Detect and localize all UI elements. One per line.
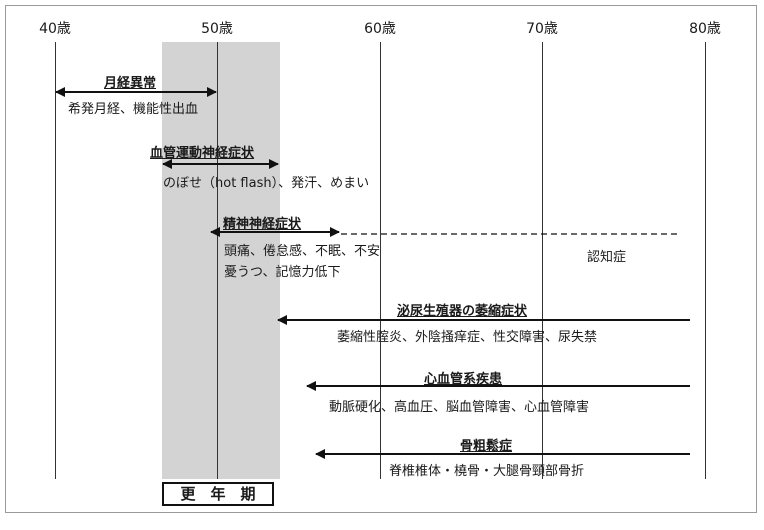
title-menstrual: 月経異常 — [104, 76, 157, 91]
desc-vasomotor: のぼせ（hot flash）、発汗、めまい — [163, 176, 370, 191]
desc-osteoporosis: 脊椎椎体・橈骨・大腿骨頸部骨折 — [389, 464, 585, 479]
title-vasomotor: 血管運動神経症状 — [150, 146, 255, 161]
age-gridline-70 — [542, 42, 543, 479]
age-label-40: 40歳 — [39, 21, 71, 37]
title-cardiovascular: 心血管系疾患 — [424, 372, 503, 387]
desc-cardiovascular: 動脈硬化、高血圧、脳血管障害、心血管障害 — [329, 400, 590, 415]
age-label-80: 80歳 — [689, 21, 721, 37]
age-gridline-80 — [705, 42, 706, 479]
diagram-frame — [5, 5, 757, 513]
age-label-50: 50歳 — [201, 21, 233, 37]
age-label-70: 70歳 — [526, 21, 558, 37]
age-gridline-50 — [217, 42, 218, 479]
desc-menstrual: 希発月経、機能性出血 — [68, 102, 199, 117]
menopause-period-band — [162, 42, 280, 479]
desc-psychoneuro-1: 頭痛、倦怠感、不眠、不安 — [224, 244, 381, 259]
age-gridline-60 — [380, 42, 381, 479]
title-osteoporosis: 骨粗鬆症 — [460, 439, 513, 454]
age-label-60: 60歳 — [364, 21, 396, 37]
label-dementia: 認知症 — [587, 250, 627, 265]
title-urogenital: 泌尿生殖器の萎縮症状 — [397, 304, 528, 319]
title-psychoneuro: 精神神経症状 — [223, 217, 302, 232]
menopause-period-label: 更 年 期 — [162, 482, 274, 506]
desc-urogenital: 萎縮性腟炎、外陰掻痒症、性交障害、尿失禁 — [337, 330, 598, 345]
age-gridline-40 — [55, 42, 56, 479]
desc-psychoneuro-2: 憂うつ、記憶力低下 — [224, 265, 341, 280]
